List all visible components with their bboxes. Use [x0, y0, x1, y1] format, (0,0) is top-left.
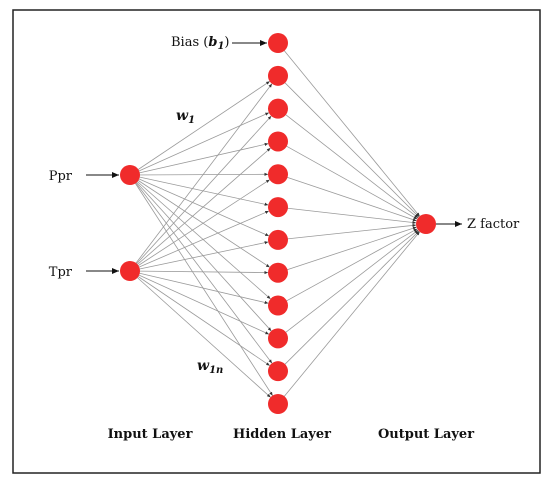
hidden-node-5	[268, 197, 288, 218]
connection-input-1-hidden-4	[129, 179, 270, 272]
connection-hidden-6-output	[277, 223, 417, 241]
connection-hidden-7-output	[277, 226, 417, 274]
layer-label-hidden: Hidden Layer	[233, 427, 331, 442]
connection-hidden-4-output	[277, 173, 417, 222]
input-label-ppr: Ppr	[49, 169, 73, 184]
layer-label-input: Input Layer	[108, 427, 193, 442]
connection-hidden-3-output	[277, 141, 418, 220]
connection-input-1-hidden-11	[129, 270, 271, 398]
hidden-node-3	[268, 131, 288, 152]
weight-subscript: 1n	[209, 365, 223, 376]
connection-hidden-5-output	[277, 206, 417, 225]
hidden-node-2	[268, 98, 288, 119]
connection-input-1-hidden-3	[129, 147, 271, 272]
bias-close: )	[224, 35, 229, 50]
hidden-node-11	[268, 394, 288, 414]
bias-subscript: 1	[217, 41, 224, 52]
bias-symbol: b	[208, 35, 217, 50]
connection-input-1-hidden-8	[129, 270, 269, 305]
connection-input-0-hidden-10	[129, 174, 273, 364]
bias-text: Bias (	[171, 35, 208, 50]
arrows-layer	[86, 40, 462, 274]
connection-input-0-hidden-3	[129, 142, 269, 176]
connection-hidden-0-output	[277, 42, 420, 217]
bias-node	[268, 33, 288, 53]
hidden-node-10	[268, 361, 288, 382]
bias-label: Bias (b1)	[171, 35, 229, 52]
connection-input-1-hidden-6	[129, 241, 269, 272]
connection-input-0-hidden-1	[129, 81, 270, 176]
weight-symbol: w	[197, 358, 210, 374]
connection-hidden-10-output	[277, 230, 420, 372]
hidden-node-6	[268, 229, 288, 250]
hidden-node-9	[268, 328, 288, 349]
connection-input-0-hidden-5	[129, 174, 269, 206]
input-node-2	[120, 261, 140, 281]
connection-hidden-2-output	[277, 108, 419, 219]
connection-input-0-hidden-7	[129, 174, 270, 268]
connection-input-0-hidden-4	[129, 172, 269, 176]
connection-hidden-8-output	[277, 228, 418, 306]
input-label-tpr: Tpr	[49, 265, 73, 280]
connection-input-0-hidden-2	[129, 112, 270, 176]
connection-input-0-hidden-11	[129, 174, 273, 396]
connection-input-1-hidden-5	[129, 210, 269, 272]
layer-label-output: Output Layer	[378, 427, 474, 442]
connection-hidden-11-output	[277, 231, 420, 405]
hidden-node-1	[268, 65, 288, 86]
weight-symbol: w	[176, 108, 189, 124]
weight-label-w1: w1	[176, 108, 195, 126]
weight-label-w1n: w1n	[197, 358, 223, 376]
connection-input-1-hidden-10	[129, 270, 270, 366]
connection-hidden-1-output	[277, 75, 420, 218]
connection-input-1-hidden-7	[129, 270, 269, 275]
output-label: Z factor	[467, 217, 520, 232]
connection-input-1-hidden-2	[129, 115, 272, 272]
hidden-node-8	[268, 295, 288, 316]
weight-subscript: 1	[188, 115, 195, 126]
connection-hidden-9-output	[277, 229, 419, 339]
connection-input-1-hidden-9	[129, 270, 270, 335]
nodes-layer	[120, 33, 436, 414]
connection-input-0-hidden-9	[129, 174, 272, 332]
output-node	[416, 214, 436, 234]
connection-input-1-hidden-1	[129, 83, 273, 272]
hidden-node-7	[268, 262, 288, 283]
input-node-1	[120, 165, 140, 185]
connection-input-0-hidden-6	[129, 174, 270, 237]
connections-layer	[129, 42, 420, 405]
connection-input-0-hidden-8	[129, 174, 271, 300]
hidden-node-4	[268, 164, 288, 185]
